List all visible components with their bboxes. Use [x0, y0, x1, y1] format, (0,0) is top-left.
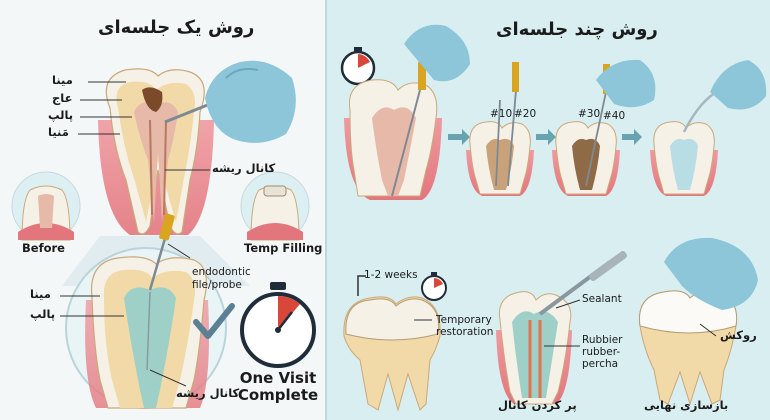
glove-hand-step1 — [404, 24, 470, 82]
file-size-40: #40 — [603, 110, 626, 122]
label-root-canal: کانال ریشه — [212, 161, 276, 175]
label-cementum: مَنیا — [48, 125, 69, 139]
single-visit-title: روش یک جلسه‌ای — [98, 17, 255, 38]
glove-hand-crown — [664, 237, 758, 310]
glove-hand-step4 — [710, 60, 767, 110]
zoom-label-pulp: پالپ — [30, 307, 56, 321]
stopwatch-icon — [240, 282, 316, 368]
filling-leader-lines — [544, 299, 581, 347]
label-enamel: مینا — [52, 73, 73, 87]
zoom-label-root-canal: کانال ریشه — [176, 386, 240, 400]
label-pulp: پالپ — [48, 108, 74, 122]
one-visit-complete: One Visit Complete — [237, 369, 319, 405]
weeks-bracket — [357, 275, 366, 296]
crown-leader — [699, 323, 717, 337]
step2-tooth — [466, 62, 534, 196]
panel-divider — [325, 0, 327, 420]
temp-restoration-tooth — [343, 296, 441, 412]
step1-tooth — [344, 62, 442, 200]
caption-final-restoration: بازسازی نهایی — [644, 398, 729, 412]
glove-hand-step3 — [596, 59, 656, 108]
multi-visit-title: روش چند جلسه‌ای — [496, 19, 658, 40]
step3-tooth — [552, 64, 620, 196]
zoom-leader-lines — [60, 243, 191, 387]
label-weeks: 1-2 weeks — [364, 269, 418, 281]
label-crown: روکش — [720, 328, 757, 342]
file-size-20: #20 — [514, 108, 537, 120]
step4-tooth — [650, 88, 721, 196]
file-size-30: #30 — [578, 108, 601, 120]
check-icon — [193, 303, 235, 339]
file-size-10: #10 — [490, 108, 513, 120]
timer-icon-bottom — [421, 272, 447, 301]
sealant-tool — [538, 251, 627, 316]
label-gutta-percha: Rubbier rubber- percha — [582, 334, 623, 371]
label-before: Before — [22, 241, 65, 255]
label-sealant: Sealant — [582, 293, 622, 305]
label-endodontic-file: endodontic file/probe — [192, 266, 251, 291]
glove-hand-left — [205, 60, 296, 143]
process-arrows — [448, 129, 642, 145]
before-tooth-thumbnail — [11, 171, 81, 241]
timer-icon-top — [340, 47, 376, 86]
label-leader-lines — [78, 81, 210, 171]
main-tooth-diagram — [98, 68, 214, 235]
canal-filling-tooth — [496, 291, 572, 405]
label-temporary-restoration: Temporary restoration — [436, 314, 494, 339]
label-temp-filling: Temp Filling — [244, 241, 323, 255]
endodontic-file — [146, 213, 175, 371]
zoom-label-enamel: مینا — [30, 287, 51, 301]
label-dentin: عاج — [52, 91, 73, 105]
temp-filling-thumbnail — [240, 171, 310, 241]
caption-canal-filling: پر کردن کانال — [498, 398, 577, 412]
